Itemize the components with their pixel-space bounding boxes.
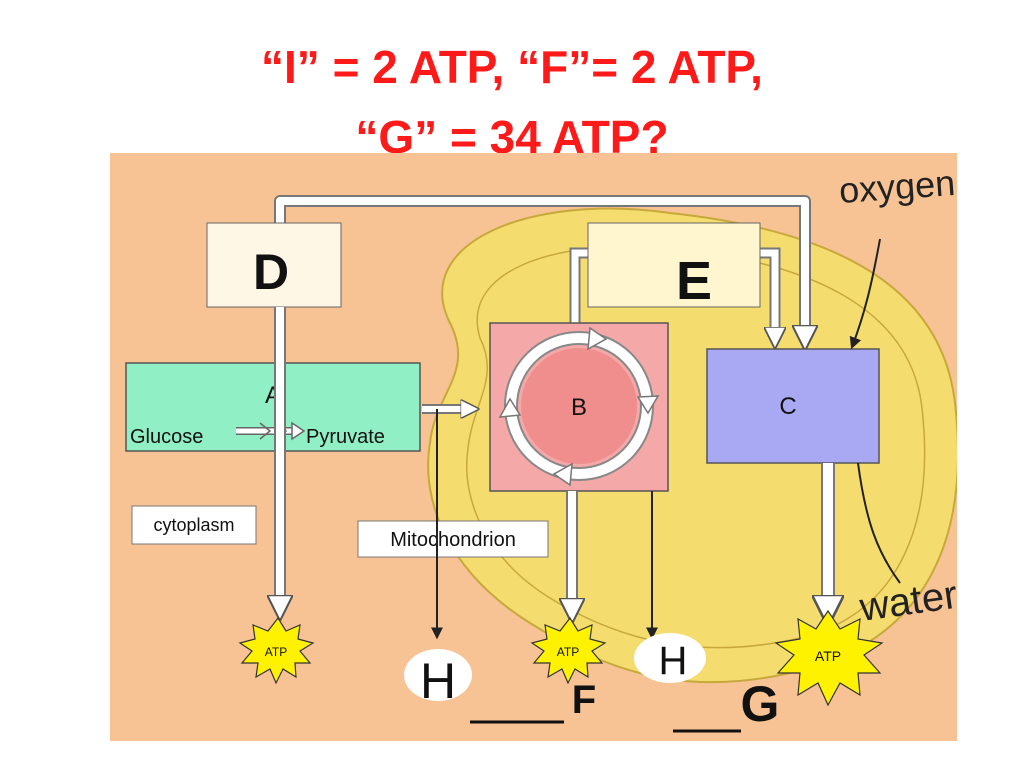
title-line-1: “I” = 2 ATP, “F”= 2 ATP,	[261, 41, 763, 93]
box-b-letter: B	[571, 394, 587, 421]
box-c	[706, 348, 880, 464]
krebs-cycle-arrowheads	[498, 326, 660, 487]
glucose-label: Glucose	[130, 426, 203, 448]
mitochondrion-label: Mitochondrion	[390, 529, 516, 551]
g-product: G	[741, 676, 780, 732]
atp-burst-krebs: ATP	[530, 616, 607, 685]
title-line-2: “G” = 34 ATP?	[355, 111, 669, 163]
water-curve	[857, 462, 901, 584]
cytoplasm-label: cytoplasm	[153, 515, 234, 535]
atp-burst-glycolysis: ATP	[238, 616, 315, 685]
svg-text:ATP: ATP	[265, 645, 287, 659]
box-a	[125, 362, 421, 452]
oxygen-arrow	[849, 238, 881, 350]
box-c-letter: C	[779, 393, 796, 420]
box-d-letter: D	[253, 244, 289, 300]
h-product-left: H	[420, 653, 456, 709]
oxygen-label: oxygen	[838, 162, 957, 211]
cellular-respiration-diagram: D E A Glucose Pyruvate B C cytoplasm Mit…	[110, 153, 957, 741]
atp-burst-electron-transport: ATP	[774, 609, 884, 707]
box-e-letter: E	[676, 251, 712, 311]
cytoplasm-label-box	[131, 505, 257, 545]
pyruvate-label: Pyruvate	[306, 426, 385, 448]
box-e	[587, 222, 761, 308]
box-d	[206, 222, 342, 308]
h-product-right: H	[659, 639, 688, 683]
svg-text:ATP: ATP	[557, 645, 579, 659]
f-product: F	[572, 678, 596, 722]
mitochondrion-label-box	[357, 520, 549, 558]
svg-text:ATP: ATP	[815, 648, 841, 664]
